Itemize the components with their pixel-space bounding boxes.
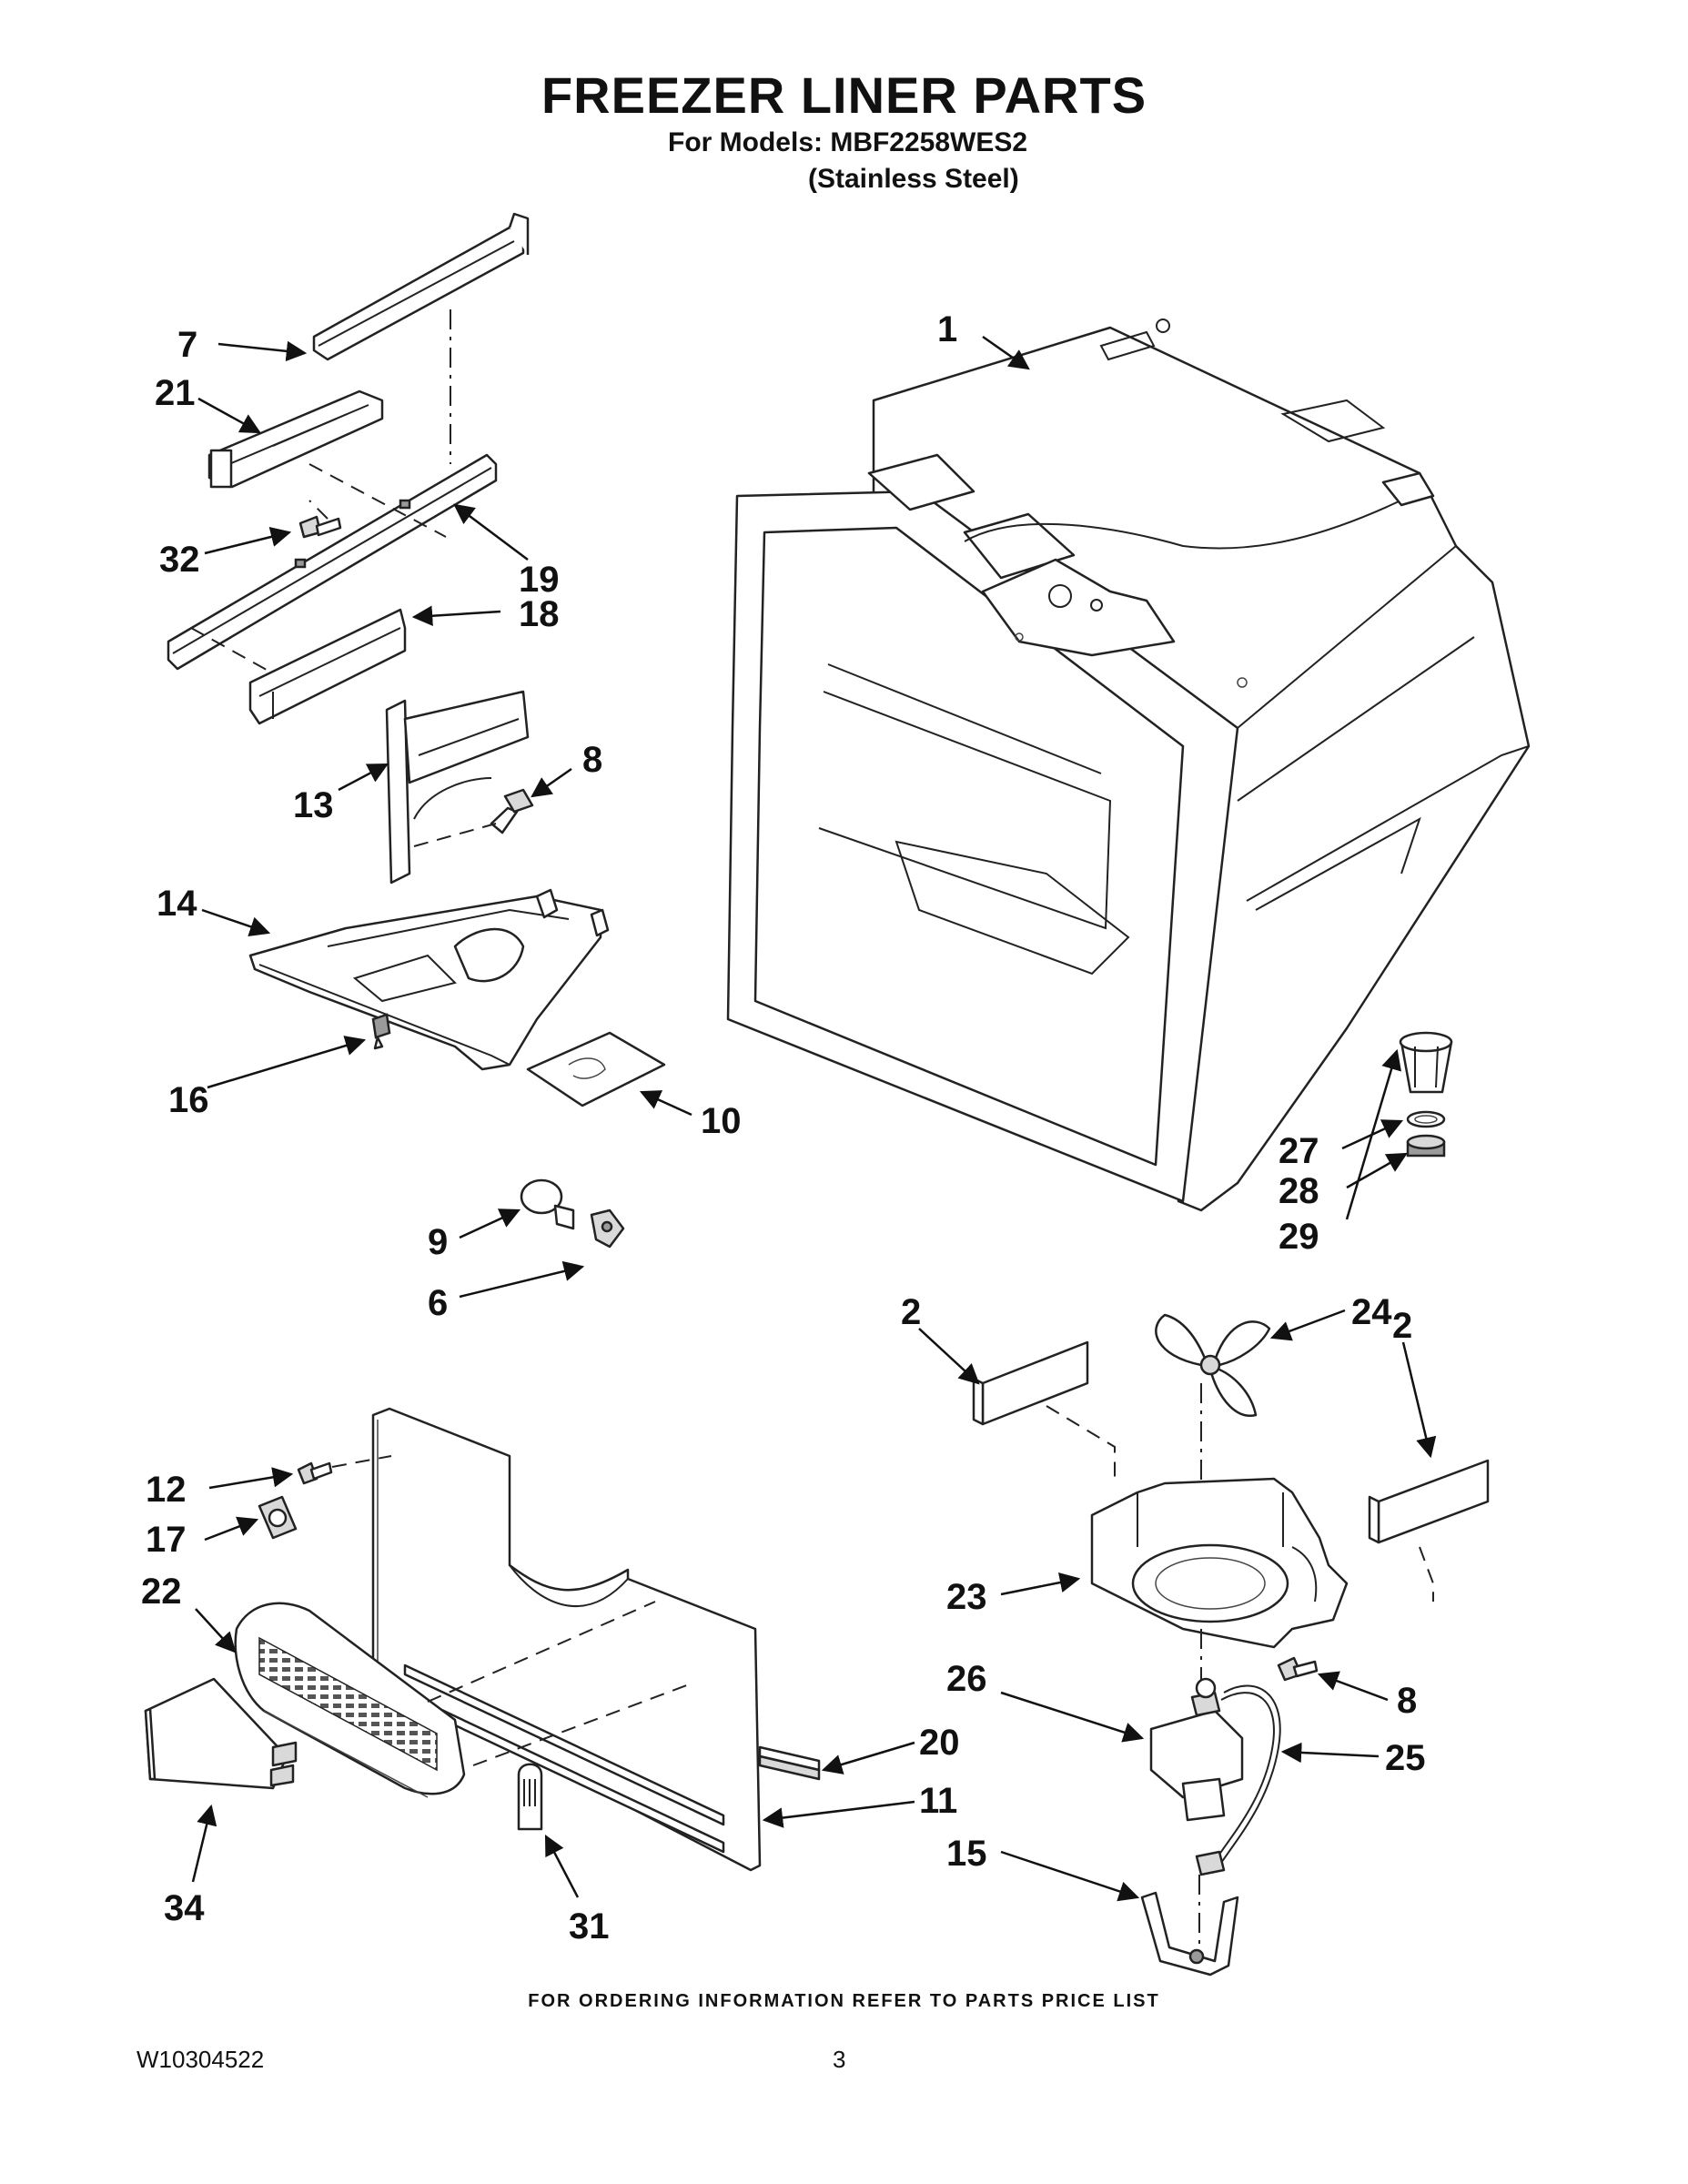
callout-22: 22 <box>141 1572 182 1612</box>
fan-shroud-part-23 <box>1090 1477 1349 1649</box>
slide-part-21 <box>207 389 384 489</box>
callout-16: 16 <box>168 1080 209 1120</box>
page-title: FREEZER LINER PARTS <box>541 66 1147 124</box>
callout-7: 7 <box>177 325 197 365</box>
callout-27: 27 <box>1279 1131 1319 1171</box>
callout-2-left: 2 <box>901 1292 921 1332</box>
callout-15: 15 <box>946 1834 987 1874</box>
support-part-13 <box>385 690 530 885</box>
screw-part-32 <box>298 515 342 539</box>
screw-part-8-upper <box>490 788 534 834</box>
sensor-part-31 <box>517 1763 543 1831</box>
document-number: W10304522 <box>136 2046 265 2073</box>
callout-29: 29 <box>1279 1217 1319 1257</box>
callout-11: 11 <box>919 1781 957 1821</box>
callout-2-right: 2 <box>1392 1306 1412 1346</box>
foam-block-part-2-right <box>1368 1459 1490 1544</box>
callout-31: 31 <box>569 1906 610 1946</box>
callout-20: 20 <box>919 1723 960 1763</box>
mount-part-17 <box>258 1495 298 1540</box>
screw-part-8-lower <box>1277 1656 1319 1682</box>
callout-1: 1 <box>937 309 957 349</box>
callout-17: 17 <box>146 1520 187 1560</box>
models-line: For Models: MBF2258WES2 <box>668 127 1028 157</box>
leader-lines <box>191 335 1437 1902</box>
pad-part-10 <box>526 1031 666 1107</box>
callout-14: 14 <box>157 884 197 924</box>
grille-part-22 <box>234 1602 466 1798</box>
finish-line: (Stainless Steel) <box>808 164 1019 194</box>
harness-part-25 <box>1195 1684 1281 1876</box>
freezer-liner-part-1 <box>726 318 1531 1212</box>
callout-24: 24 <box>1351 1292 1392 1332</box>
callout-6: 6 <box>428 1283 448 1323</box>
foam-block-part-2-left <box>972 1340 1089 1426</box>
callout-18: 18 <box>519 594 560 634</box>
socket-part-6 <box>590 1208 625 1249</box>
callout-10: 10 <box>701 1101 742 1141</box>
slide-rail-part-19 <box>167 453 498 671</box>
fan-motor-part-26 <box>1149 1677 1244 1822</box>
callout-8-upper: 8 <box>582 740 602 780</box>
callout-26: 26 <box>946 1659 987 1699</box>
fan-blade-part-24 <box>1155 1313 1271 1418</box>
tray-part-14 <box>248 888 610 1071</box>
seal-part-28 <box>1406 1110 1446 1128</box>
callout-21: 21 <box>155 373 196 413</box>
callout-labels: 1 7 21 32 19 18 8 13 14 16 10 9 6 27 28 … <box>141 309 1426 1946</box>
callout-32: 32 <box>159 540 200 580</box>
callout-23: 23 <box>946 1577 987 1617</box>
callout-34: 34 <box>164 1888 205 1928</box>
callout-13: 13 <box>293 785 334 825</box>
ordering-note: FOR ORDERING INFORMATION REFER TO PARTS … <box>528 1991 1160 2011</box>
cap-part-27 <box>1399 1031 1453 1094</box>
rail-part-7 <box>312 212 530 361</box>
callout-28: 28 <box>1279 1171 1319 1211</box>
callout-25: 25 <box>1385 1738 1426 1778</box>
clip-part-16 <box>371 1013 391 1050</box>
bracket-part-18 <box>248 608 407 725</box>
cover-part-34 <box>144 1677 298 1790</box>
bulb-part-9 <box>520 1178 575 1230</box>
callout-12: 12 <box>146 1470 187 1510</box>
callout-9: 9 <box>428 1222 448 1262</box>
callout-8-lower: 8 <box>1397 1681 1417 1721</box>
screw-part-12 <box>297 1461 333 1485</box>
plug-part-29 <box>1406 1134 1446 1158</box>
strip-part-20 <box>758 1745 821 1781</box>
motor-bracket-part-15 <box>1140 1891 1239 1977</box>
page-number: 3 <box>833 2046 846 2073</box>
rear-panel-part-11 <box>371 1407 762 1872</box>
callout-19: 19 <box>519 560 560 600</box>
